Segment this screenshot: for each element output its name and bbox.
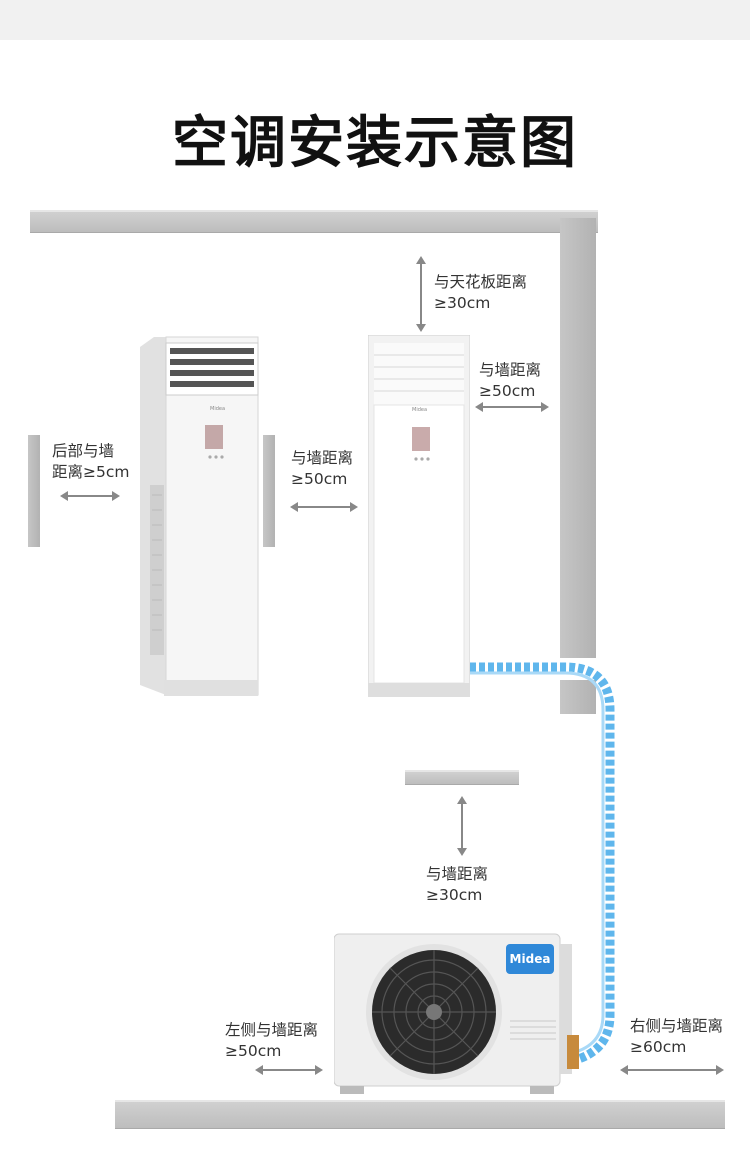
outdoor-top-arrow [456, 796, 468, 856]
indoor-right-wall-label: 与墙距离 ≥50cm [479, 360, 541, 402]
refrigerant-pipe [470, 655, 620, 1085]
outdoor-right-arrow [620, 1064, 724, 1076]
right-wall [560, 218, 596, 658]
between-wall-label: 与墙距离 ≥50cm [291, 448, 353, 490]
outdoor-top-label: 与墙距离 ≥30cm [426, 864, 488, 906]
back-label-line1: 后部与墙 [52, 442, 115, 460]
between-wall-line2: ≥50cm [291, 470, 348, 488]
top-banner-strip [0, 0, 750, 40]
right-wall-lower [560, 680, 596, 714]
svg-text:Midea: Midea [210, 406, 225, 412]
outdoor-top-line2: ≥30cm [426, 886, 483, 904]
ceiling-label-line2: ≥30cm [434, 294, 491, 312]
indoor-right-wall-line2: ≥50cm [479, 382, 536, 400]
back-arrow [60, 490, 120, 502]
svg-text:Midea: Midea [412, 407, 427, 413]
outdoor-left-label: 左侧与墙距离 ≥50cm [225, 1020, 318, 1062]
middle-wall [263, 435, 275, 547]
outdoor-right-line2: ≥60cm [630, 1038, 687, 1056]
indoor-right-wall-line1: 与墙距离 [479, 361, 542, 379]
outdoor-unit: Midea [334, 926, 574, 1094]
between-wall-line1: 与墙距离 [291, 449, 354, 467]
back-label-line2: 距离≥5cm [52, 463, 130, 481]
floor-wall [115, 1100, 725, 1129]
brand-logo: Midea [509, 952, 551, 966]
outdoor-top-wall [405, 770, 519, 785]
ceiling-clearance-label: 与天花板距离 ≥30cm [434, 272, 527, 314]
ceiling-label-line1: 与天花板距离 [434, 273, 528, 291]
indoor-unit-front: Midea [368, 335, 470, 697]
outdoor-left-arrow [255, 1064, 323, 1076]
outdoor-left-line1: 左侧与墙距离 [225, 1021, 319, 1039]
outdoor-right-label: 右侧与墙距离 ≥60cm [630, 1016, 723, 1058]
ceiling-wall [30, 210, 598, 233]
outdoor-right-line1: 右侧与墙距离 [630, 1017, 724, 1035]
wall-between-arrow [290, 501, 358, 513]
back-wall-left [28, 435, 40, 547]
wall-right-indoor-arrow [475, 401, 549, 413]
outdoor-left-line2: ≥50cm [225, 1042, 282, 1060]
indoor-unit-side: Midea [140, 335, 262, 700]
outdoor-top-line1: 与墙距离 [426, 865, 489, 883]
page-title: 空调安装示意图 [172, 111, 578, 176]
back-clearance-label: 后部与墙 距离≥5cm [52, 441, 129, 483]
ceiling-arrow [415, 256, 427, 332]
